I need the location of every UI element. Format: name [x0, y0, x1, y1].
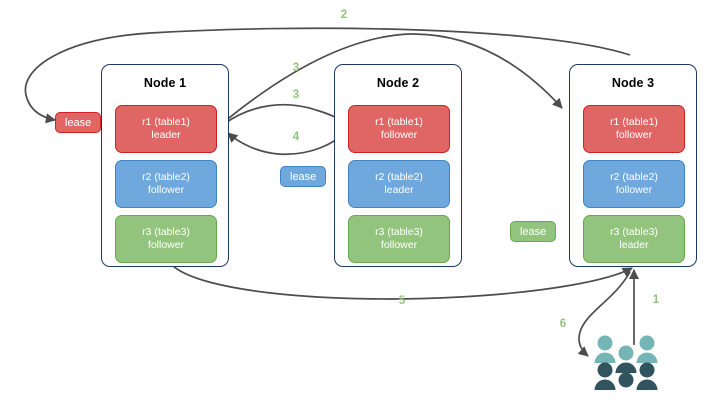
replica-name: r1 (table1)	[142, 116, 190, 128]
node-card-3[interactable]: Node 3 r1 (table1) follower r2 (table2) …	[569, 64, 697, 267]
replica-r1[interactable]: r1 (table1) leader	[115, 105, 217, 153]
replica-name: r2 (table2)	[375, 171, 423, 183]
node-title: Node 1	[143, 76, 187, 90]
edge-label-6: 6	[559, 318, 567, 330]
edge-5	[171, 264, 633, 300]
replica-name: r2 (table2)	[142, 171, 190, 183]
replica-name: r1 (table1)	[375, 116, 423, 128]
replica-role: follower	[380, 239, 418, 251]
replica-r3[interactable]: r3 (table3) follower	[115, 215, 217, 263]
node-title: Node 2	[376, 76, 420, 90]
replica-r2[interactable]: r2 (table2) leader	[348, 160, 450, 208]
users-icon	[594, 335, 658, 390]
replica-r3[interactable]: r3 (table3) follower	[348, 215, 450, 263]
replica-role: follower	[147, 184, 185, 196]
lease-badge-r1[interactable]: lease	[55, 112, 102, 133]
replica-r1[interactable]: r1 (table1) follower	[348, 105, 450, 153]
replica-role: follower	[380, 129, 418, 141]
replica-role: follower	[147, 239, 185, 251]
replica-role: leader	[619, 239, 649, 251]
lease-badge-r2[interactable]: lease	[280, 166, 327, 187]
replica-role: follower	[615, 129, 653, 141]
node-card-1[interactable]: Node 1 r1 (table1) leader r2 (table2) fo…	[101, 64, 229, 267]
node-card-2[interactable]: Node 2 r1 (table1) follower r2 (table2) …	[334, 64, 462, 267]
replica-r2[interactable]: r2 (table2) follower	[115, 160, 217, 208]
replica-name: r3 (table3)	[610, 226, 658, 238]
edge-label-3a: 3	[292, 62, 300, 74]
replica-r2[interactable]: r2 (table2) follower	[583, 160, 685, 208]
replica-role: leader	[384, 184, 414, 196]
lease-badge-r3[interactable]: lease	[510, 221, 557, 242]
replica-role: leader	[151, 129, 181, 141]
replica-name: r2 (table2)	[610, 171, 658, 183]
edge-label-4: 4	[292, 131, 300, 143]
replica-name: r1 (table1)	[610, 116, 658, 128]
edge-label-2: 2	[340, 9, 348, 21]
edge-3-node2	[223, 103, 349, 125]
edge-label-3b: 3	[292, 89, 300, 101]
replica-r1[interactable]: r1 (table1) follower	[583, 105, 685, 153]
replica-name: r3 (table3)	[142, 226, 190, 238]
replica-r3[interactable]: r3 (table3) leader	[583, 215, 685, 263]
edge-label-5: 5	[398, 295, 406, 307]
edge-label-1: 1	[652, 294, 660, 306]
replica-role: follower	[615, 184, 653, 196]
node-title: Node 3	[611, 76, 655, 90]
replica-name: r3 (table3)	[375, 226, 423, 238]
